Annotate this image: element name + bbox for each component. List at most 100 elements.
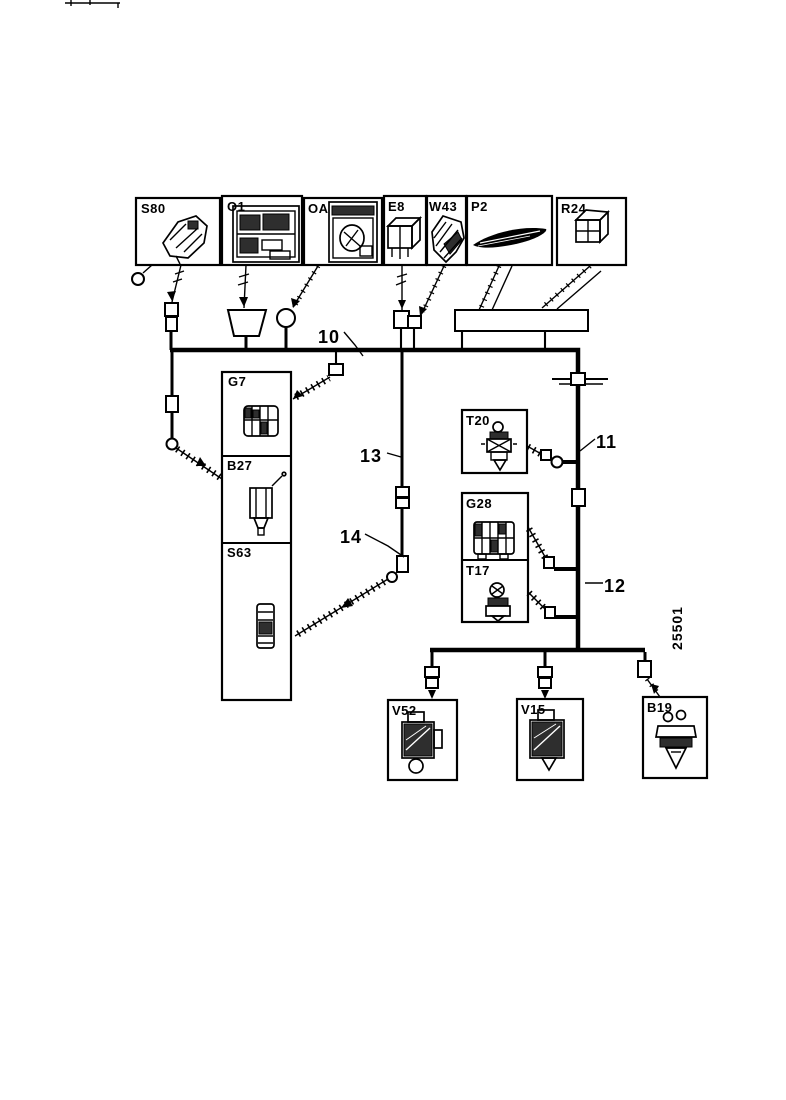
component-label: P2 <box>471 199 488 214</box>
component-box-R24: R24 <box>555 196 628 267</box>
relay-glyph-G7 <box>243 405 279 437</box>
component-frame <box>382 194 428 267</box>
branch-T17 <box>526 590 580 619</box>
component-label: G7 <box>228 374 246 389</box>
component-box-W43: W43 <box>425 194 468 267</box>
inline-connector <box>425 677 439 689</box>
inline-connector <box>571 488 586 507</box>
strip-glyph <box>473 228 547 248</box>
inline-connector <box>393 310 410 329</box>
component-label: S63 <box>227 545 252 560</box>
inline-connector <box>637 660 652 678</box>
wire-number: 12 <box>604 576 626 596</box>
valve-glyph-V52 <box>401 711 443 774</box>
feed-wire-S80 <box>131 264 185 350</box>
component-label: V15 <box>521 702 546 717</box>
wire-label-10: 10 <box>318 327 364 357</box>
inline-connector <box>538 677 552 689</box>
inline-connector <box>570 372 586 386</box>
inline-connector <box>537 666 553 678</box>
wire-label-14: 14 <box>340 527 405 558</box>
plug-glyph-T17 <box>485 582 511 623</box>
feed-wire-R24 <box>541 264 602 310</box>
valve-glyph-V15 <box>529 709 565 772</box>
main-bus-10 <box>170 347 581 650</box>
feed-wire-OA <box>276 264 321 350</box>
relay-glyph <box>573 209 610 245</box>
component-label: OA <box>308 201 329 216</box>
component-box-S80: S80 <box>134 196 222 267</box>
sensor-glyph-B27 <box>249 471 287 536</box>
component-box-B19: B19 <box>641 695 709 780</box>
drop-V15 <box>537 652 553 699</box>
component-label: T20 <box>466 413 490 428</box>
instrument-cluster-glyph <box>232 205 300 263</box>
drop-V52 <box>424 652 440 699</box>
component-label: T17 <box>466 563 490 578</box>
instrument-module-glyph <box>328 201 378 263</box>
drop-B19 <box>637 652 661 698</box>
component-label: E8 <box>388 199 405 214</box>
round-connector <box>386 571 398 583</box>
registration-mark <box>65 0 120 8</box>
component-label: W43 <box>429 199 457 214</box>
round-connector <box>550 455 564 469</box>
wire-label-13: 13 <box>360 446 402 466</box>
component-label: B19 <box>647 700 672 715</box>
round-connector <box>276 308 296 328</box>
component-label: R24 <box>561 201 587 216</box>
inline-connector <box>395 486 410 498</box>
plug-glyph-T20 <box>481 421 517 472</box>
component-label: V52 <box>392 703 417 718</box>
component-label: G28 <box>466 496 492 511</box>
junction-connector <box>454 309 589 332</box>
inline-connector <box>328 363 344 376</box>
component-column-left: G7 B27 S63 <box>220 370 293 702</box>
inline-connector <box>407 315 422 329</box>
inline-connector <box>540 449 552 461</box>
component-label: B27 <box>227 458 252 473</box>
inline-connector <box>395 497 410 509</box>
ring-terminal <box>131 272 145 286</box>
inline-connector <box>543 556 555 569</box>
plug-connector <box>226 309 268 337</box>
component-box-V52: V52 <box>386 698 459 782</box>
inline-connector <box>396 555 409 573</box>
round-connector <box>165 437 179 451</box>
inline-connector <box>165 395 179 413</box>
inline-connector <box>164 302 179 317</box>
relay-glyph <box>385 215 423 259</box>
pad-glyph <box>431 214 465 264</box>
component-box-T20: T20 <box>460 408 529 475</box>
switch-glyph <box>162 215 208 265</box>
component-frame <box>460 408 529 475</box>
figure-number: 25501 <box>669 606 685 650</box>
component-box-V15: V15 <box>515 697 585 782</box>
component-box-O1: O1 <box>220 194 304 267</box>
component-label: S80 <box>141 201 166 216</box>
component-box-E8: E8 <box>382 194 428 267</box>
inline-connector <box>424 666 440 678</box>
feed-wire-P2 <box>478 265 513 311</box>
feed-wire-E8 <box>393 265 410 350</box>
sensor-glyph-B19 <box>654 709 698 770</box>
inline-connector <box>544 606 556 619</box>
wire-number: 11 <box>596 432 617 452</box>
wire-label-11: 11 <box>579 432 617 452</box>
component-frame <box>220 370 293 702</box>
feed-wire-O1 <box>226 264 268 350</box>
cartridge-glyph-S63 <box>256 603 275 649</box>
relay-glyph-G28 <box>473 521 515 560</box>
wiring-harness <box>165 347 645 653</box>
inline-connector <box>165 316 178 332</box>
branch-T20 <box>526 443 578 469</box>
component-box-G28-T17: G28 T17 <box>460 491 530 624</box>
wire-number: 14 <box>340 527 362 547</box>
wire-number: 13 <box>360 446 382 466</box>
wire-label-12: 12 <box>585 576 626 596</box>
component-box-OA: OA <box>302 196 384 267</box>
junction-block <box>454 309 589 350</box>
feed-wire-W43 <box>407 264 447 350</box>
